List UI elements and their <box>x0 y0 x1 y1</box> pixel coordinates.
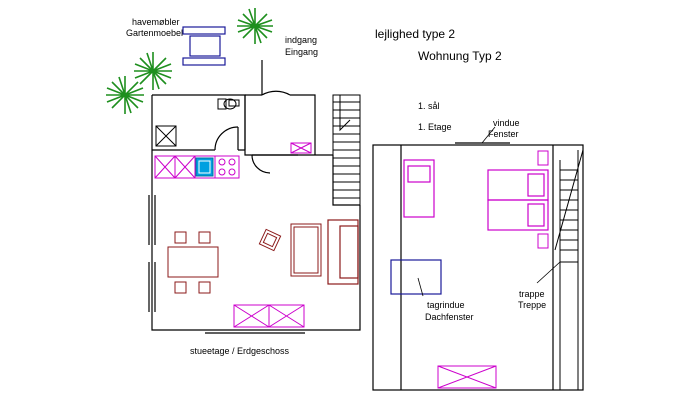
window-label-da: vindue <box>493 118 520 128</box>
kitchen-counter <box>154 155 216 179</box>
washbasin <box>217 98 227 110</box>
window-label-de: Fenster <box>488 129 519 139</box>
sofa <box>327 219 359 285</box>
roof-window-leader <box>417 277 424 297</box>
plant-icon <box>106 76 144 114</box>
roof-window <box>390 259 442 295</box>
ground-floor-stairs <box>332 94 361 206</box>
plant-icon <box>134 52 172 90</box>
roof-window-label-de: Dachfenster <box>425 312 474 322</box>
ground-floor-label: stueetage / Erdgeschoss <box>190 346 290 356</box>
first-floor-label-de: 1. Etage <box>418 122 452 132</box>
bed <box>487 169 549 231</box>
roof-window-label-da: tagrindue <box>427 300 465 310</box>
window-leader <box>481 126 496 144</box>
armchair <box>258 228 282 252</box>
plant-icon <box>237 8 273 44</box>
first-floor-label-da: 1. sål <box>418 101 440 111</box>
single-bed <box>403 159 435 218</box>
first-floor-stairs <box>554 149 584 390</box>
garden-label-de: Gartenmoebel <box>126 28 183 38</box>
garden-furniture <box>182 26 226 66</box>
entrance-label-de: Eingang <box>285 47 318 57</box>
title-german: Wohnung Typ 2 <box>418 49 502 63</box>
chest <box>437 365 497 389</box>
sink <box>195 157 214 177</box>
nightstand <box>537 150 549 249</box>
toilet-icon <box>223 98 240 110</box>
shower <box>155 125 177 147</box>
ground-floor-plan <box>148 60 361 334</box>
coffee-table <box>290 223 322 277</box>
stairs-label-de: Treppe <box>518 300 546 310</box>
garden-label-da: havemøbler <box>132 17 180 27</box>
entrance-label-da: indgang <box>285 35 317 45</box>
stairs-label-da: trappe <box>519 289 545 299</box>
dining-table <box>167 231 219 294</box>
stove <box>214 155 240 179</box>
sideboard <box>233 304 305 328</box>
title-danish: lejlighed type 2 <box>375 27 455 41</box>
stairs-leader <box>536 261 561 284</box>
shelf <box>290 142 312 154</box>
